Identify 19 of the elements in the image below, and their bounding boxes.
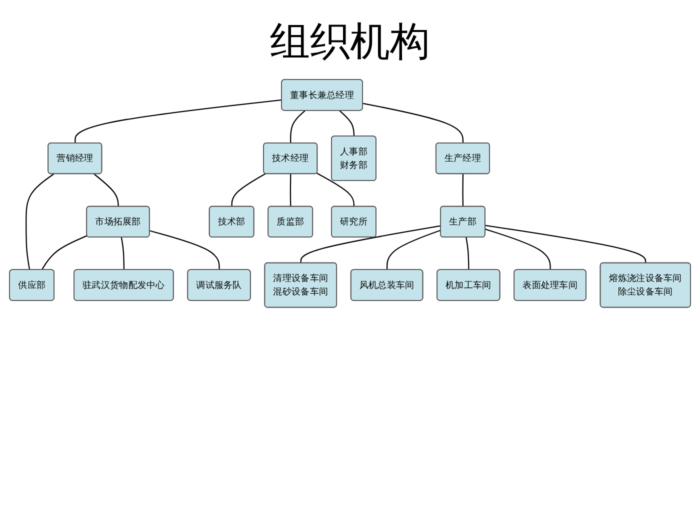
connector — [150, 230, 220, 270]
connector — [316, 172, 355, 207]
connector — [290, 110, 306, 144]
connector — [300, 225, 441, 264]
connector — [120, 237, 125, 270]
connector — [94, 174, 119, 207]
connector — [41, 235, 88, 270]
connector — [290, 174, 292, 207]
connector — [339, 110, 355, 136]
connector — [231, 173, 266, 207]
connector — [362, 102, 464, 144]
title: 组织机构 — [269, 18, 431, 67]
connector — [485, 224, 646, 264]
connector — [485, 228, 551, 270]
connector — [26, 174, 54, 270]
connector — [466, 237, 470, 270]
connector — [386, 230, 441, 270]
connector — [462, 174, 464, 207]
connector — [74, 99, 282, 144]
